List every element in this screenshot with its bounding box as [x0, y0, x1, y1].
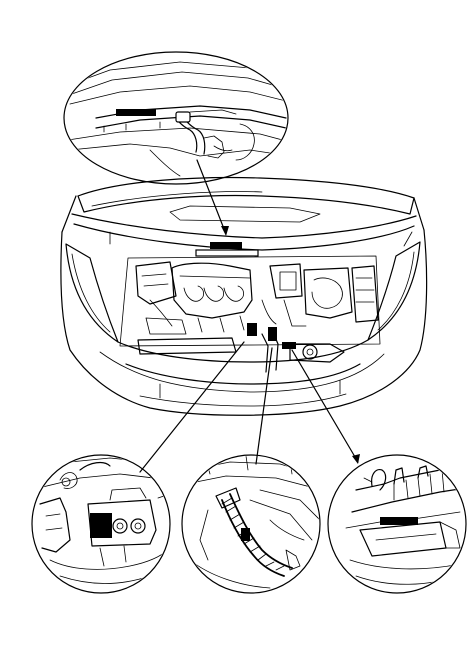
label-redacted-main-1: [247, 323, 257, 336]
leader-left: [139, 341, 245, 473]
label-redacted-top: [116, 109, 156, 116]
label-redacted-left: [90, 513, 112, 538]
leader-right-arrowhead: [352, 454, 360, 464]
label-redacted-main-3: [282, 342, 296, 349]
detail-bottom-left-border: [31, 454, 171, 594]
detail-bottom-left-callout: [31, 454, 171, 594]
label-redacted-center: [241, 528, 250, 541]
detail-bottom-right-border: [327, 454, 467, 594]
leader-right: [291, 349, 359, 463]
label-redacted-cowl: [210, 242, 242, 249]
detail-top-border: [63, 51, 289, 185]
leader-top: [196, 159, 227, 235]
leader-center: [255, 347, 273, 465]
label-redacted-main-2: [268, 327, 277, 341]
detail-bottom-center-callout: [181, 454, 321, 594]
detail-bottom-center-border: [181, 454, 321, 594]
car-front-view: [60, 176, 428, 416]
leader-top-arrowhead: [221, 226, 229, 236]
detail-top-callout: [63, 51, 289, 185]
label-redacted-right: [380, 517, 418, 525]
detail-bottom-right-callout: [327, 454, 467, 594]
